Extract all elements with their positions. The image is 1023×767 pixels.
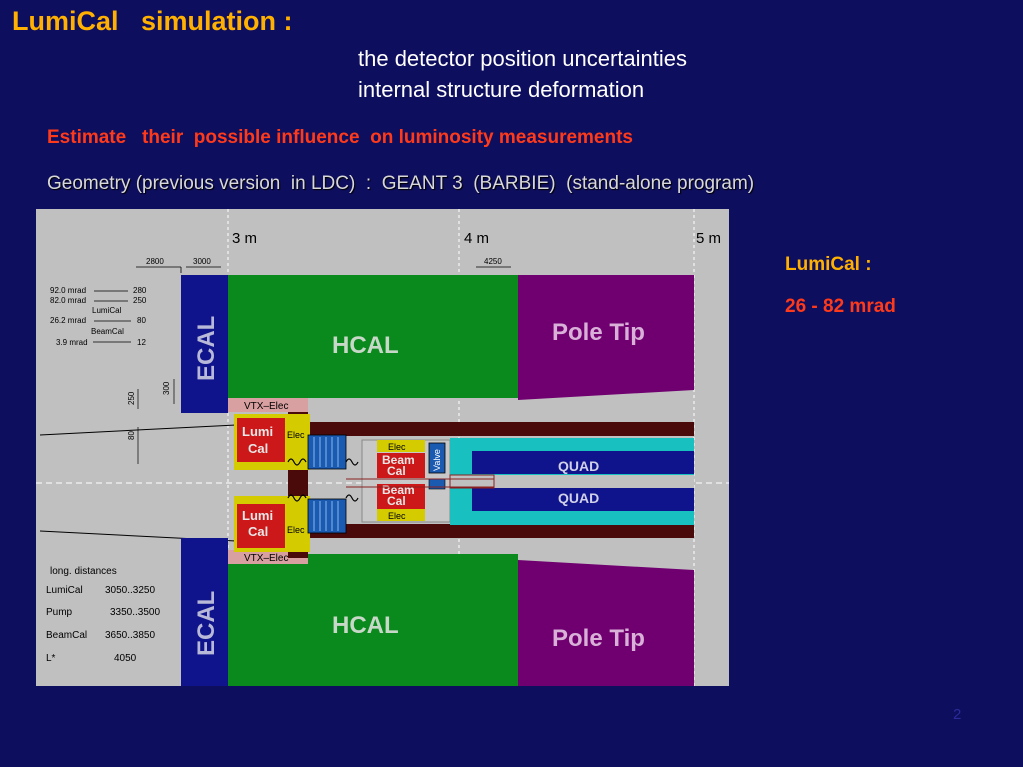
beamcal-top-label-2: Cal	[387, 464, 406, 478]
angle-row-1: 92.0 mrad	[50, 286, 86, 295]
angle-row-2: 82.0 mrad	[50, 296, 86, 305]
lumical-bottom-label-2: Cal	[248, 524, 268, 539]
ecal-top-label: ECAL	[193, 316, 220, 381]
beamcal-bottom	[377, 484, 425, 509]
beamcal-elec-bottom-label: Elec	[388, 511, 406, 521]
label-4m: 4 m	[464, 230, 489, 247]
dim-250: 250	[127, 391, 136, 405]
dim-4250: 4250	[484, 257, 502, 266]
dim-300: 300	[162, 381, 171, 395]
label-5m: 5 m	[696, 230, 721, 247]
angle-value-1: 280	[133, 286, 147, 295]
angle-row-4: 26.2 mrad	[50, 316, 86, 325]
lumical-side-title: LumiCal :	[785, 254, 872, 275]
angle-value-2: 250	[133, 296, 147, 305]
central-beampipes	[346, 474, 495, 489]
long-row-2-name: Pump	[46, 607, 73, 618]
long-distances-table: long. distances LumiCal 3050..3250 Pump …	[46, 566, 160, 664]
pole-tip-bottom	[518, 560, 694, 686]
lumical-top-elec: Elec	[287, 430, 305, 440]
quad-top	[472, 451, 694, 474]
dim-2800: 2800	[146, 257, 164, 266]
hcal-top-label: HCAL	[332, 332, 399, 359]
lumical-top	[237, 418, 285, 462]
lumical-bottom-label-1: Lumi	[242, 508, 273, 523]
quad-beam-gap	[450, 475, 694, 488]
vtx-elec-bottom-label: VTX–Elec	[244, 553, 288, 564]
valve-label: Valve	[432, 449, 442, 471]
quad-top-label: QUAD	[558, 458, 599, 474]
lumical-bottom-elec: Elec	[287, 525, 305, 535]
long-row-4-name: L*	[46, 653, 56, 664]
angle-value-4: 80	[137, 316, 146, 325]
ecal-top	[181, 275, 228, 413]
bellows	[287, 458, 359, 502]
long-row-4-range: 4050	[114, 653, 137, 664]
long-distances-heading: long. distances	[50, 566, 117, 577]
label-3m: 3 m	[232, 230, 257, 247]
hcal-bottom	[228, 554, 518, 686]
estimate-line: Estimate their possible influence on lum…	[47, 127, 633, 148]
geometry-line: Geometry (previous version in LDC) : GEA…	[47, 173, 755, 194]
ecal-bottom	[181, 538, 228, 686]
dim-3000: 3000	[193, 257, 211, 266]
lumical-side-value: 26 - 82 mrad	[785, 296, 896, 317]
angle-row-3: LumiCal	[92, 306, 122, 315]
vtx-elec-top	[228, 398, 308, 412]
pole-tip-top	[518, 275, 694, 400]
angle-row-5: BeamCal	[91, 327, 124, 336]
lumical-top-label-2: Cal	[248, 441, 268, 456]
valve	[428, 442, 446, 474]
long-row-1-range: 3050..3250	[105, 585, 155, 596]
dim-80: 80	[127, 431, 136, 440]
hcal-top	[228, 275, 518, 398]
page-number: 2	[953, 706, 962, 723]
slide-title: LumiCal simulation :	[12, 6, 293, 36]
hcal-bottom-label: HCAL	[332, 612, 399, 639]
pole-tip-top-label: Pole Tip	[552, 319, 645, 346]
beamcal-elec-top	[377, 440, 425, 452]
vtx-elec-top-label: VTX–Elec	[244, 401, 288, 412]
long-row-3-range: 3650..3850	[105, 630, 155, 641]
angle-value-6: 12	[137, 338, 146, 347]
beamcal-top-label-1: Beam	[382, 453, 415, 467]
ecal-bottom-label: ECAL	[193, 591, 220, 656]
long-row-1-name: LumiCal	[46, 585, 83, 596]
subtitle-line-1: the detector position uncertainties	[358, 46, 687, 71]
lumical-top-label-1: Lumi	[242, 424, 273, 439]
beamcal-bottom-label-2: Cal	[387, 494, 406, 508]
detector-diagram: 3 m 4 m 5 m 2800 3000 4250 92.0 mrad 280…	[36, 209, 729, 686]
long-row-2-range: 3350..3500	[110, 607, 160, 618]
pole-tip-bottom-label: Pole Tip	[552, 625, 645, 652]
long-row-3-name: BeamCal	[46, 630, 87, 641]
angle-table: 92.0 mrad 280 82.0 mrad 250 LumiCal 26.2…	[50, 286, 147, 347]
beamcal-elec-bottom	[377, 509, 425, 521]
beamcal-elec-top-label: Elec	[388, 442, 406, 452]
beamcal-top	[377, 453, 425, 478]
subtitle-line-2: internal structure deformation	[358, 77, 645, 102]
detector-figure: 3 m 4 m 5 m 2800 3000 4250 92.0 mrad 280…	[36, 209, 729, 686]
quad-bottom-label: QUAD	[558, 490, 599, 506]
angle-row-6: 3.9 mrad	[56, 338, 88, 347]
lumical-bottom	[237, 504, 285, 548]
beampipe-top	[306, 422, 694, 436]
beampipe-bottom	[306, 524, 694, 538]
quad-bottom	[472, 488, 694, 511]
